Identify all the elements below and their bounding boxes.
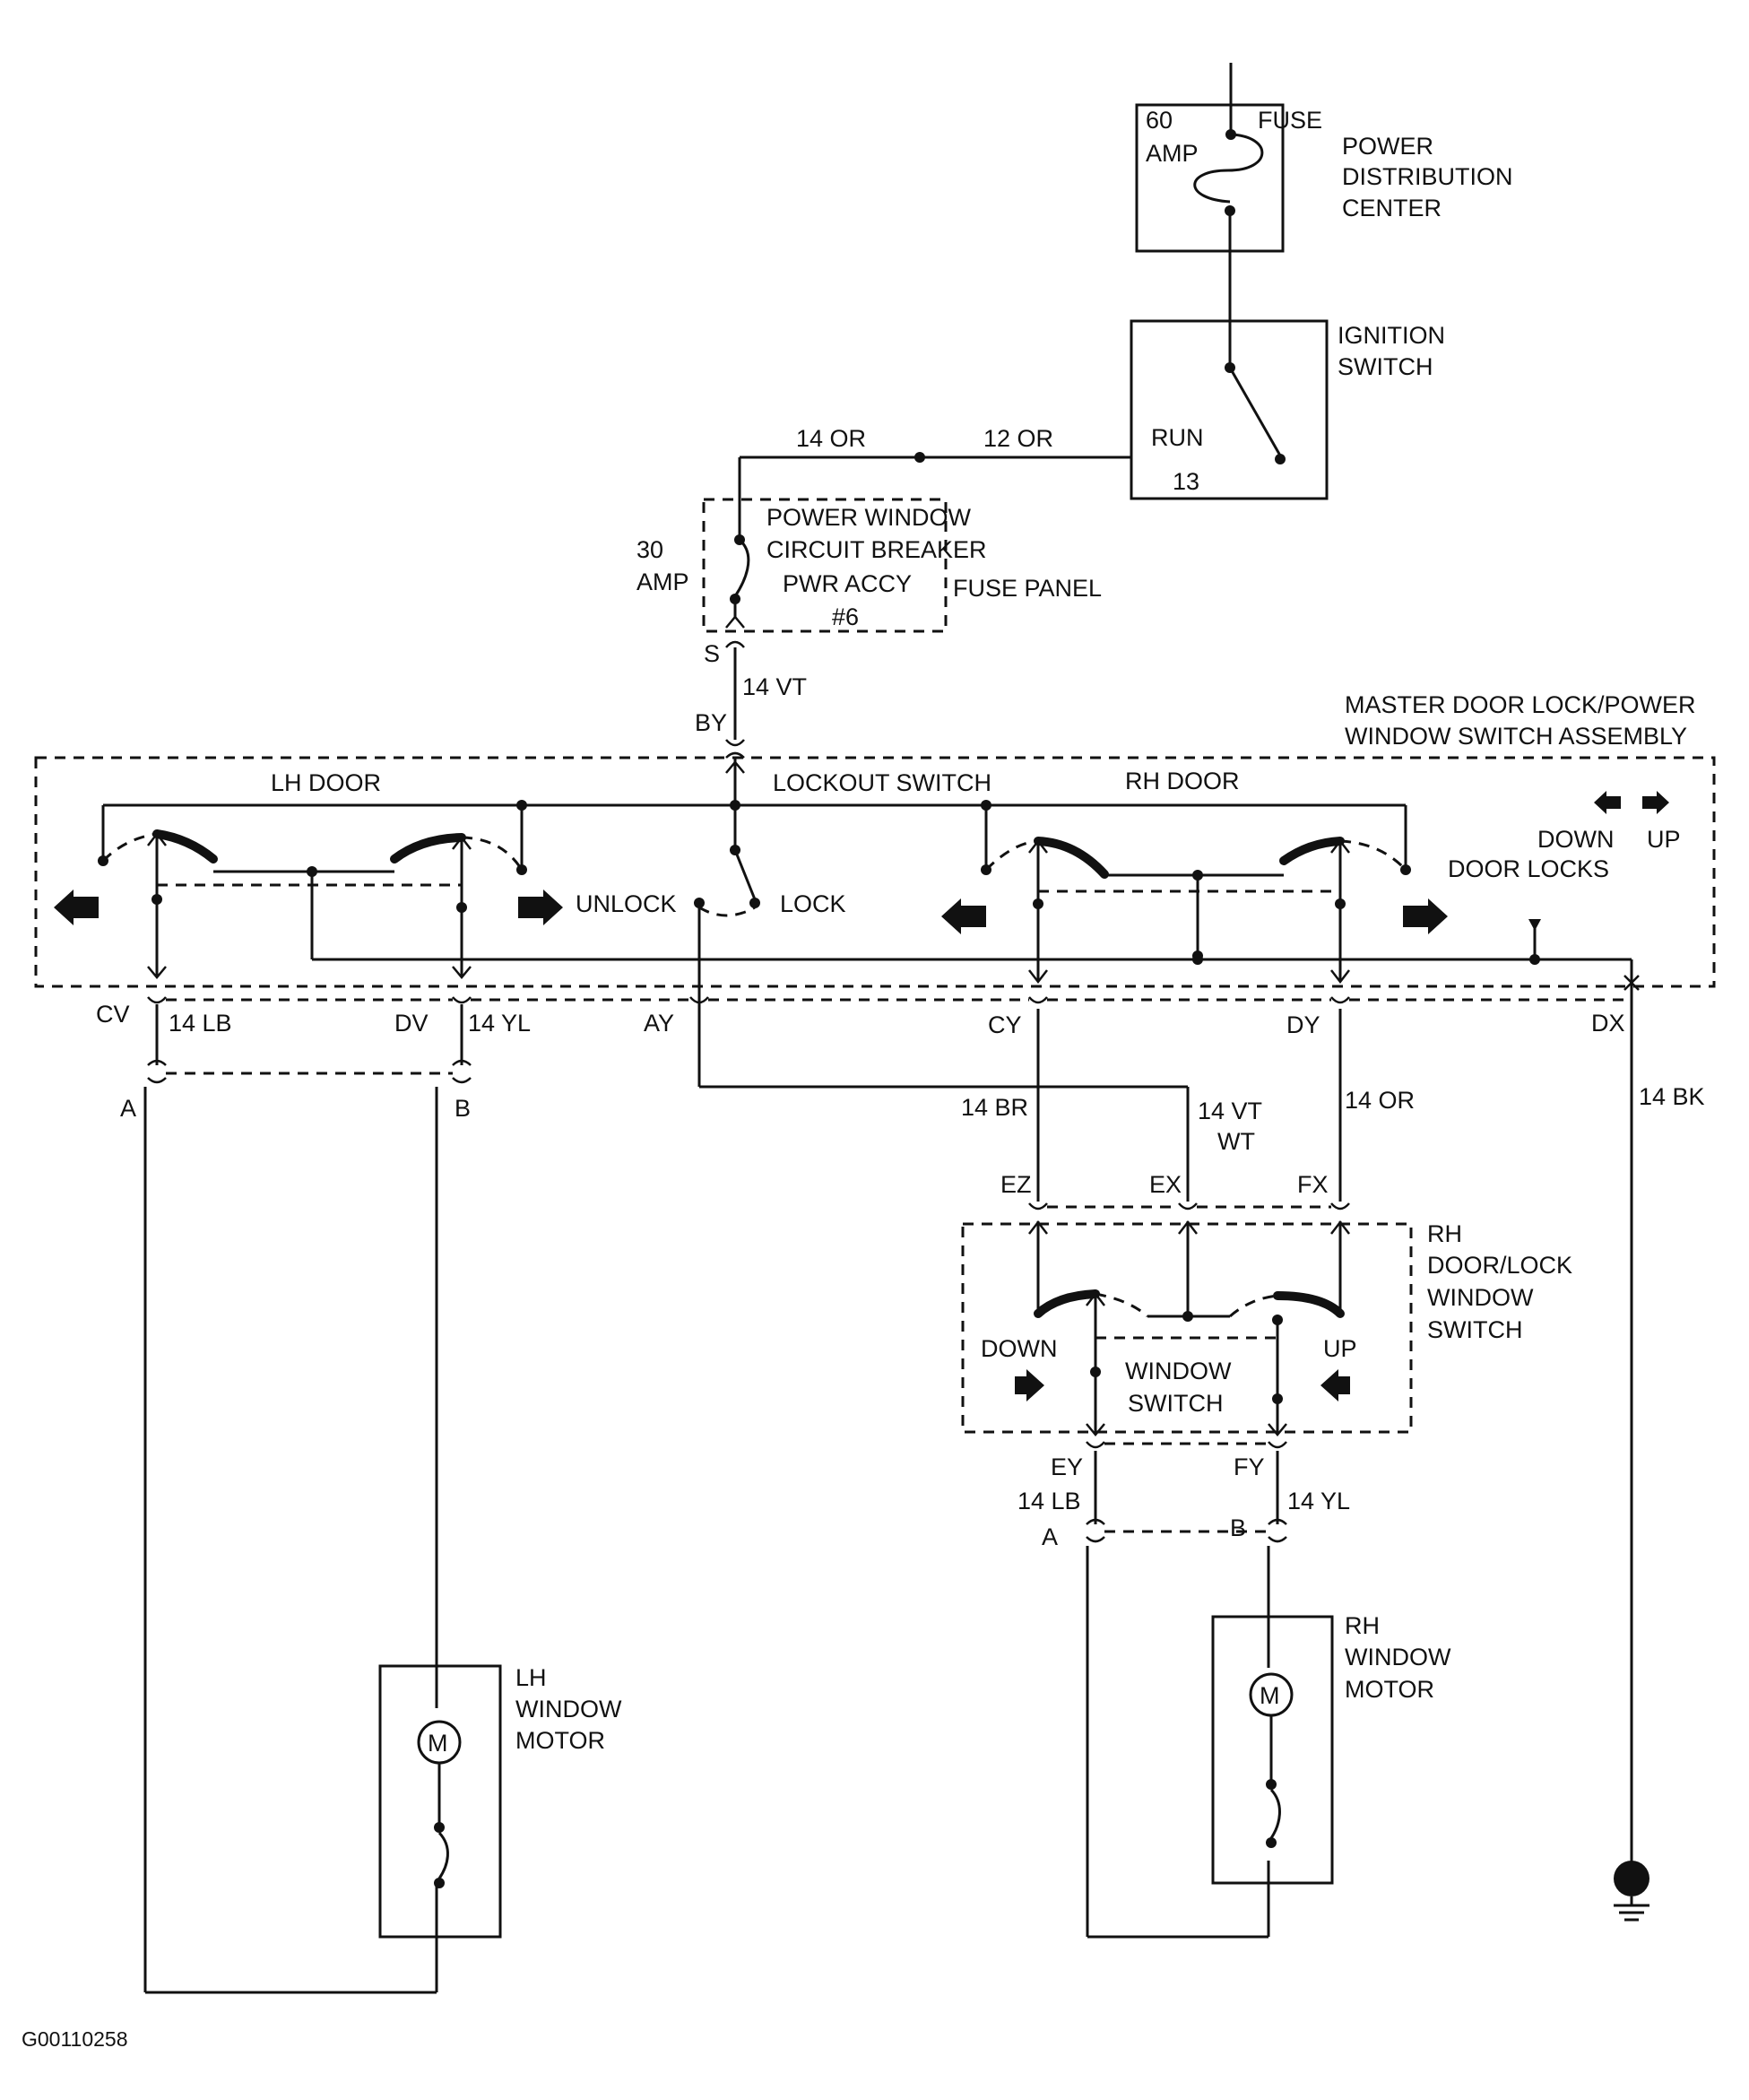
terminal-dy: DY [1286,1011,1320,1038]
run-terminal: 13 [1173,468,1199,495]
lock-label: LOCK [780,890,846,917]
rh-switch-name-line2: DOOR/LOCK [1427,1252,1572,1279]
circuit-breaker: 30 AMP POWER WINDOW CIRCUIT BREAKER PWR … [636,498,1102,789]
breaker-name-line2: CIRCUIT BREAKER [766,536,987,563]
fuse-panel-label: FUSE PANEL [953,575,1102,602]
wire-cv: 14 LB [169,1010,232,1037]
rh-connector-a: A [1042,1523,1058,1550]
rh-window-switch: DOWN UP WINDOW SWITCH RH DOOR/LOCK WINDO… [961,1219,1572,1436]
breaker-out-terminal: S [704,640,720,667]
pdc-name-line2: DISTRIBUTION [1342,163,1513,190]
breaker-name-line4: #6 [832,603,859,630]
lh-motor-name-line3: MOTOR [515,1727,605,1754]
rh-switch-inner-line2: SWITCH [1128,1390,1223,1417]
run-label: RUN [1151,424,1204,451]
lh-window-circuit: A B M LH WINDOW MOTOR [120,1004,622,1994]
lh-door-label: LH DOOR [271,769,381,796]
terminal-dv: DV [394,1010,429,1037]
breaker-name-line1: POWER WINDOW [766,504,971,531]
legend-down-label: DOWN [1537,826,1614,853]
wire-dv: 14 YL [468,1010,531,1037]
feed-wire-right-label: 12 OR [983,425,1053,452]
door-locks-label: DOOR LOCKS [1448,855,1609,882]
wire-br: 14 BR [961,1094,1028,1121]
fuse-label: FUSE [1258,107,1322,134]
rh-up-arrow [1403,898,1448,934]
legend-up-arrow [1642,791,1669,814]
rh-door-label: RH DOOR [1125,768,1240,794]
pdc-name-line3: CENTER [1342,195,1442,221]
terminal-fx: FX [1297,1171,1329,1198]
rh-connector-b: B [1230,1514,1246,1541]
wire-dx: 14 BK [1639,1083,1705,1110]
wire-or: 14 OR [1345,1087,1415,1114]
lh-motor-name-line2: WINDOW [515,1696,622,1723]
ground-icon [1614,1861,1649,1896]
legend-down-arrow [1594,791,1621,814]
rh-switch-name-line4: SWITCH [1427,1316,1522,1343]
ground [1614,986,1649,1922]
breaker-in-terminal: BY [695,709,727,736]
rh-motor-m: M [1260,1682,1280,1709]
fuse-rating-line1: 60 [1146,107,1173,134]
ignition-name-line2: SWITCH [1338,353,1433,380]
unlock-label: UNLOCK [576,890,677,917]
legend-up-label: UP [1647,826,1681,853]
lh-down-arrow [54,889,99,925]
lh-motor-name-line1: LH [515,1664,547,1691]
master-name-line2: WINDOW SWITCH ASSEMBLY [1345,723,1687,750]
rh-switch-up-arrow [1320,1369,1350,1401]
lh-up-arrow [518,889,563,925]
rh-motor-name-line3: MOTOR [1345,1676,1434,1703]
wire-vt-line2: WT [1217,1128,1255,1155]
wire-vt-line1: 14 VT [1198,1098,1262,1124]
breaker-rating-line2: AMP [636,568,689,595]
wire-ey: 14 LB [1017,1488,1081,1514]
rh-down-arrow [941,898,986,934]
breaker-rating-line1: 30 [636,536,663,563]
terminal-ay: AY [644,1010,674,1037]
breaker-out-wire: 14 VT [742,673,807,700]
rh-switch-inner-line1: WINDOW [1125,1358,1232,1384]
terminal-cy: CY [988,1011,1022,1038]
lockout-switch-label: LOCKOUT SWITCH [773,769,991,796]
lh-motor-m: M [428,1730,448,1757]
pdc-name-line1: POWER [1342,133,1433,160]
master-switch-assembly: MASTER DOOR LOCK/POWER WINDOW SWITCH ASS… [34,691,1716,1009]
power-distribution-center: 60 AMP FUSE POWER DISTRIBUTION CENTER [1135,63,1513,368]
terminal-dx: DX [1591,1010,1625,1037]
rh-motor-name-line1: RH [1345,1612,1380,1639]
rh-window-circuit: EY FY 14 LB 14 YL A B M RH WINDOW MOTOR [1017,1441,1451,1939]
rh-switch-name-line3: WINDOW [1427,1284,1534,1311]
rh-switch-down-label: DOWN [981,1335,1057,1362]
master-name-line1: MASTER DOOR LOCK/POWER [1345,691,1696,718]
ignition-name-line1: IGNITION [1338,322,1445,349]
rh-switch-down-arrow [1015,1369,1044,1401]
lh-connector-b: B [455,1095,471,1122]
rh-motor-name-line2: WINDOW [1345,1644,1451,1670]
fuse-rating-line2: AMP [1146,140,1199,167]
rh-switch-up-label: UP [1323,1335,1357,1362]
terminal-ez: EZ [1000,1171,1032,1198]
wire-fy: 14 YL [1287,1488,1350,1514]
feed-wire: 14 OR 12 OR [738,425,1131,538]
lh-connector-a: A [120,1095,136,1122]
feed-wire-left-label: 14 OR [796,425,866,452]
terminal-fy: FY [1234,1454,1265,1480]
rh-switch-wiring: 14 BR 14 VT WT 14 OR EZ EX FX [697,1009,1415,1211]
master-terminals: CV 14 LB DV 14 YL AY CY DY DX 14 BK [96,996,1705,1110]
terminal-cv: CV [96,1001,130,1028]
terminal-ex: EX [1149,1171,1182,1198]
rh-switch-name-line1: RH [1427,1220,1462,1247]
ignition-switch: IGNITION SWITCH RUN 13 [1130,319,1445,500]
terminal-ey: EY [1051,1454,1083,1480]
figure-id: G00110258 [22,2027,128,2051]
breaker-name-line3: PWR ACCY [783,570,912,597]
